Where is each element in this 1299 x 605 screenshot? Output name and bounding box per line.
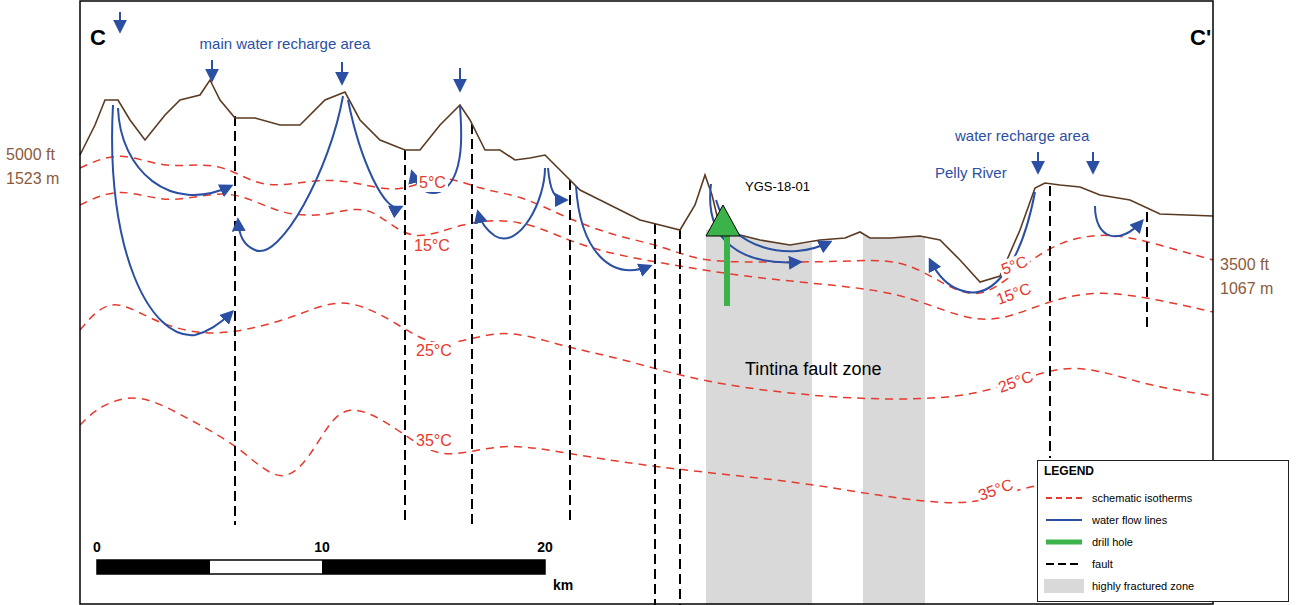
flow-line [348,100,401,208]
drill-hole [724,234,730,306]
elevation-label: 1523 m [6,170,59,188]
terrain [80,80,1213,282]
isotherm-label: 25°C [994,367,1037,397]
legend-line [1046,563,1082,565]
isotherm-label: 15°C [412,237,452,255]
isotherm-label: 35°C [974,475,1017,505]
flow-line [112,105,232,335]
scale-bar-segment [322,560,545,574]
legend-heading: LEGEND [1044,465,1094,478]
fault-line [679,229,681,605]
legend-entry: water flow lines [1044,511,1167,529]
scale-number: 0 [93,540,101,555]
scale-number: 20 [537,540,553,555]
fault-line [471,124,473,525]
drill-hole-label: YGS-18-01 [745,180,810,194]
legend-sample [1044,513,1084,527]
legend-box: schematic isotherms water flow lines drill… [1037,460,1289,602]
legend-entry: fault [1044,555,1113,573]
legend-swatch [1044,579,1084,593]
faults [235,116,1147,605]
legend-line [1046,540,1082,545]
legend-text: schematic isotherms [1092,492,1192,504]
scale-unit: km [553,578,573,593]
section-end: C [90,26,106,50]
recharge-arrow [211,60,213,80]
recharge-arrows [120,12,1093,172]
legend-sample [1044,557,1084,571]
fault-line [404,150,406,525]
legend-entry: highly fractured zone [1044,577,1194,595]
legend-line [1046,519,1082,521]
recharge-label: water recharge area [955,128,1089,145]
flow-line [412,106,461,193]
recharge-arrow [119,12,121,31]
isotherm-line [80,192,1213,319]
drill-site-symbol [706,205,740,236]
isotherm-label: 5°C [417,174,448,192]
legend-text: water flow lines [1092,514,1167,526]
legend-text: fault [1092,558,1113,570]
scale-box [80,532,595,605]
fault-line [1146,212,1148,330]
isotherm-label: 5°C [997,252,1032,279]
scale-bar-frame [97,560,545,574]
flow-line [118,108,231,195]
legend-sample [1044,491,1084,505]
scale-bar [97,560,545,574]
flow-line [1095,206,1142,236]
flow-line [478,168,545,238]
legend-text: drill hole [1092,536,1133,548]
elevation-label: 5000 ft [6,146,55,164]
elevation-label: 3500 ft [1220,256,1269,274]
flow-line [548,168,566,200]
elevation-label: 1067 m [1220,280,1273,298]
fractured-zone [706,228,812,605]
legend-line [1046,497,1082,499]
scale-number: 10 [314,540,330,555]
scale-bar-segment [97,560,210,574]
recharge-arrow [1092,152,1094,172]
fault-line [1049,186,1051,458]
isotherm-line [80,156,1213,293]
isotherm-label: 25°C [414,342,454,360]
legend-sample [1044,535,1084,549]
isotherm-label: 15°C [992,279,1035,309]
fault-line [569,180,571,525]
zone-label: Tintina fault zone [745,360,881,380]
isotherm-line [80,303,1213,399]
flow-line [576,186,650,270]
legend-text: highly fractured zone [1092,580,1194,592]
legend-entry: schematic isotherms [1044,489,1192,507]
recharge-label: main water recharge area [200,36,371,53]
isotherm-label: 35°C [414,432,454,450]
flow-lines [112,96,1142,335]
recharge-arrow [1037,152,1039,172]
recharge-arrow [459,68,461,90]
fractured-zones [706,228,925,605]
section-end: C' [1190,26,1211,50]
legend-entry: drill hole [1044,533,1133,551]
fault-line [654,224,656,605]
fault-line [234,116,236,525]
recharge-arrow [341,62,343,83]
terrain-profile [80,80,1213,282]
flow-line [238,96,343,251]
flow-line [930,192,1035,292]
river-label: Pelly River [935,165,1007,182]
